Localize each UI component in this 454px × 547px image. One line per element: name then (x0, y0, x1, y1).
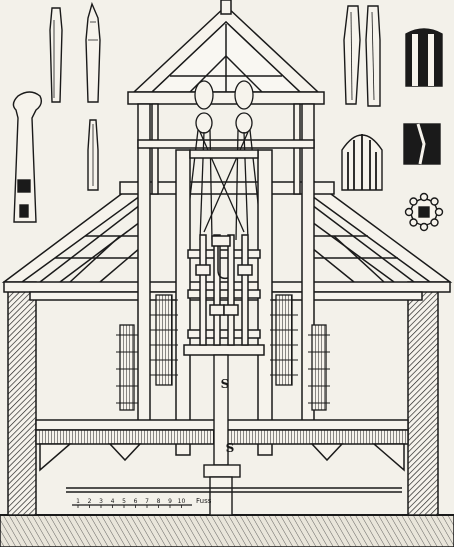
scale-tick-label: 9 (168, 498, 172, 505)
cogwheels (119, 294, 327, 411)
main-roof (1, 178, 453, 301)
scale-tick-label: 7 (145, 498, 149, 505)
scale-tick-label: 2 (88, 498, 92, 505)
inner-cog-right (275, 294, 293, 386)
outer-cog-right (311, 324, 327, 411)
scale-tick-label: 4 (111, 498, 115, 505)
fluted-stamp-shoe (341, 134, 383, 191)
horizontal-shaft (66, 487, 402, 493)
drill-bits-left (12, 1, 101, 223)
scale-tick-label: 5 (122, 498, 126, 505)
drill-bits-right (343, 5, 381, 107)
label-shaft-lower: S (226, 441, 235, 455)
inner-cog-left (155, 294, 173, 386)
scale-tick-label: 8 (157, 498, 161, 505)
cupola (127, 0, 325, 425)
stamp-frame (175, 149, 273, 456)
right-wall (407, 281, 439, 516)
outer-cog-left (119, 324, 135, 411)
scale-tick-label: 3 (99, 498, 103, 505)
scale-tick-label: 1 (76, 498, 80, 505)
vertical-shaft (203, 354, 241, 516)
label-shaft-upper: S (221, 377, 230, 391)
cog-teeth (116, 299, 330, 404)
foundation (0, 514, 454, 547)
lifting-gear (184, 80, 263, 241)
left-wall (7, 281, 37, 516)
scale-tick-label: 6 (134, 498, 138, 505)
stamp-cylinder (405, 28, 443, 87)
scale-tick-label: 10 (178, 498, 186, 505)
gear-ring (404, 192, 444, 232)
scale-unit: Fuss (196, 497, 212, 505)
square-socket (403, 123, 441, 165)
